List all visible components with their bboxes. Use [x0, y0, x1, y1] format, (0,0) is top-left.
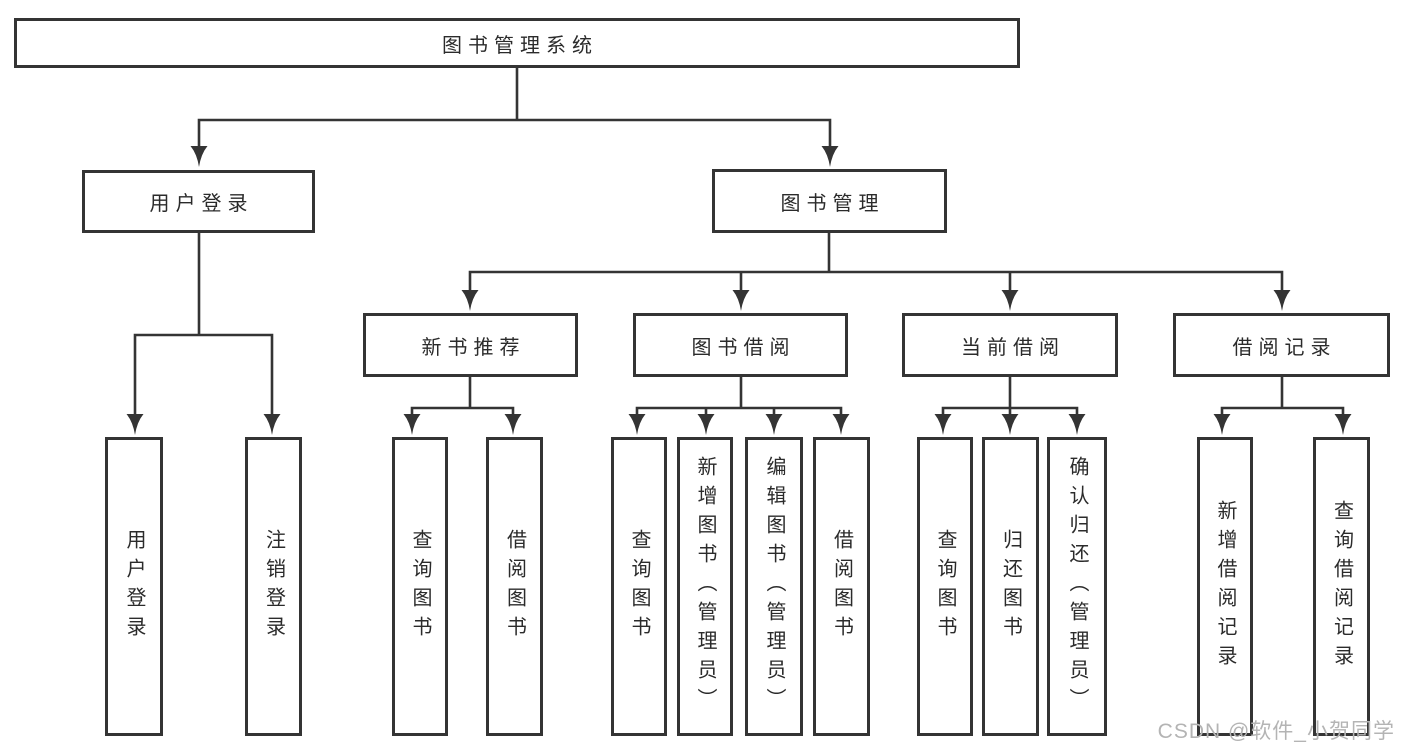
arrow-down-icon — [628, 414, 646, 435]
node-label: 当前借阅 — [961, 336, 1065, 359]
leaf-label: 查询图书 — [628, 528, 650, 645]
arrow-down-icon — [821, 146, 839, 167]
leaf-recommend-query-books: 查询图书 — [392, 437, 448, 736]
arrow-down-icon — [1334, 414, 1352, 435]
arrow-down-icon — [403, 414, 421, 435]
leaf-logout: 注销登录 — [245, 437, 302, 736]
leaf-label: 新增借阅记录 — [1214, 499, 1236, 674]
node-user-login: 用户登录 — [82, 170, 315, 233]
arrow-down-icon — [832, 414, 850, 435]
leaf-label: 确认归还（管理员） — [1066, 456, 1088, 717]
arrow-down-icon — [697, 414, 715, 435]
node-library-system: 图书管理系统 — [14, 18, 1020, 68]
leaf-label: 查询图书 — [409, 528, 431, 645]
leaf-label: 查询借阅记录 — [1330, 499, 1353, 674]
arrow-down-icon — [765, 414, 783, 435]
node-label: 图书借阅 — [691, 336, 796, 359]
arrow-down-icon — [190, 146, 208, 167]
arrow-down-icon — [461, 290, 479, 311]
node-borrowing-records: 借阅记录 — [1173, 313, 1390, 377]
leaf-borrowing-query-books: 查询图书 — [611, 437, 667, 736]
node-book-borrowing: 图书借阅 — [633, 313, 848, 377]
leaf-label: 注销登录 — [262, 528, 285, 645]
leaf-label: 新增图书（管理员） — [694, 456, 716, 717]
leaf-borrowing-edit-books-admin: 编辑图书（管理员） — [745, 437, 803, 736]
arrow-down-icon — [1001, 414, 1019, 435]
leaf-borrowing-borrow-books: 借阅图书 — [813, 437, 870, 736]
leaf-borrowing-add-books-admin: 新增图书（管理员） — [677, 437, 733, 736]
leaf-label: 借阅图书 — [503, 528, 526, 645]
leaf-current-confirm-return-admin: 确认归还（管理员） — [1047, 437, 1107, 736]
node-label: 借阅记录 — [1232, 336, 1337, 359]
leaf-label: 归还图书 — [999, 528, 1022, 645]
arrow-down-icon — [126, 414, 144, 435]
arrow-down-icon — [1068, 414, 1086, 435]
leaf-records-add-record: 新增借阅记录 — [1197, 437, 1253, 736]
arrow-down-icon — [1213, 414, 1231, 435]
csdn-watermark: CSDN @软件_小贺同学 — [1157, 720, 1395, 743]
leaf-recommend-borrow-books: 借阅图书 — [486, 437, 543, 736]
arrow-down-icon — [732, 290, 750, 311]
leaf-label: 用户登录 — [123, 528, 145, 645]
node-current-borrowing: 当前借阅 — [902, 313, 1118, 377]
node-label: 用户登录 — [149, 193, 254, 215]
node-label: 新书推荐 — [421, 336, 526, 359]
arrow-down-icon — [934, 414, 952, 435]
leaf-label: 编辑图书（管理员） — [763, 456, 785, 717]
leaf-current-return-books: 归还图书 — [982, 437, 1039, 736]
leaf-label: 查询图书 — [934, 528, 956, 645]
leaf-current-query-books: 查询图书 — [917, 437, 973, 736]
arrow-down-icon — [504, 414, 522, 435]
node-label: 图书管理 — [780, 192, 885, 215]
leaf-records-query-record: 查询借阅记录 — [1313, 437, 1370, 736]
arrow-down-icon — [263, 414, 281, 435]
node-new-book-recommend: 新书推荐 — [363, 313, 578, 377]
leaf-user-login: 用户登录 — [105, 437, 163, 736]
arrow-down-icon — [1001, 290, 1019, 311]
arrow-down-icon — [1273, 290, 1291, 311]
leaf-label: 借阅图书 — [830, 528, 853, 645]
node-label: 图书管理系统 — [442, 34, 598, 57]
node-book-management: 图书管理 — [712, 169, 947, 233]
